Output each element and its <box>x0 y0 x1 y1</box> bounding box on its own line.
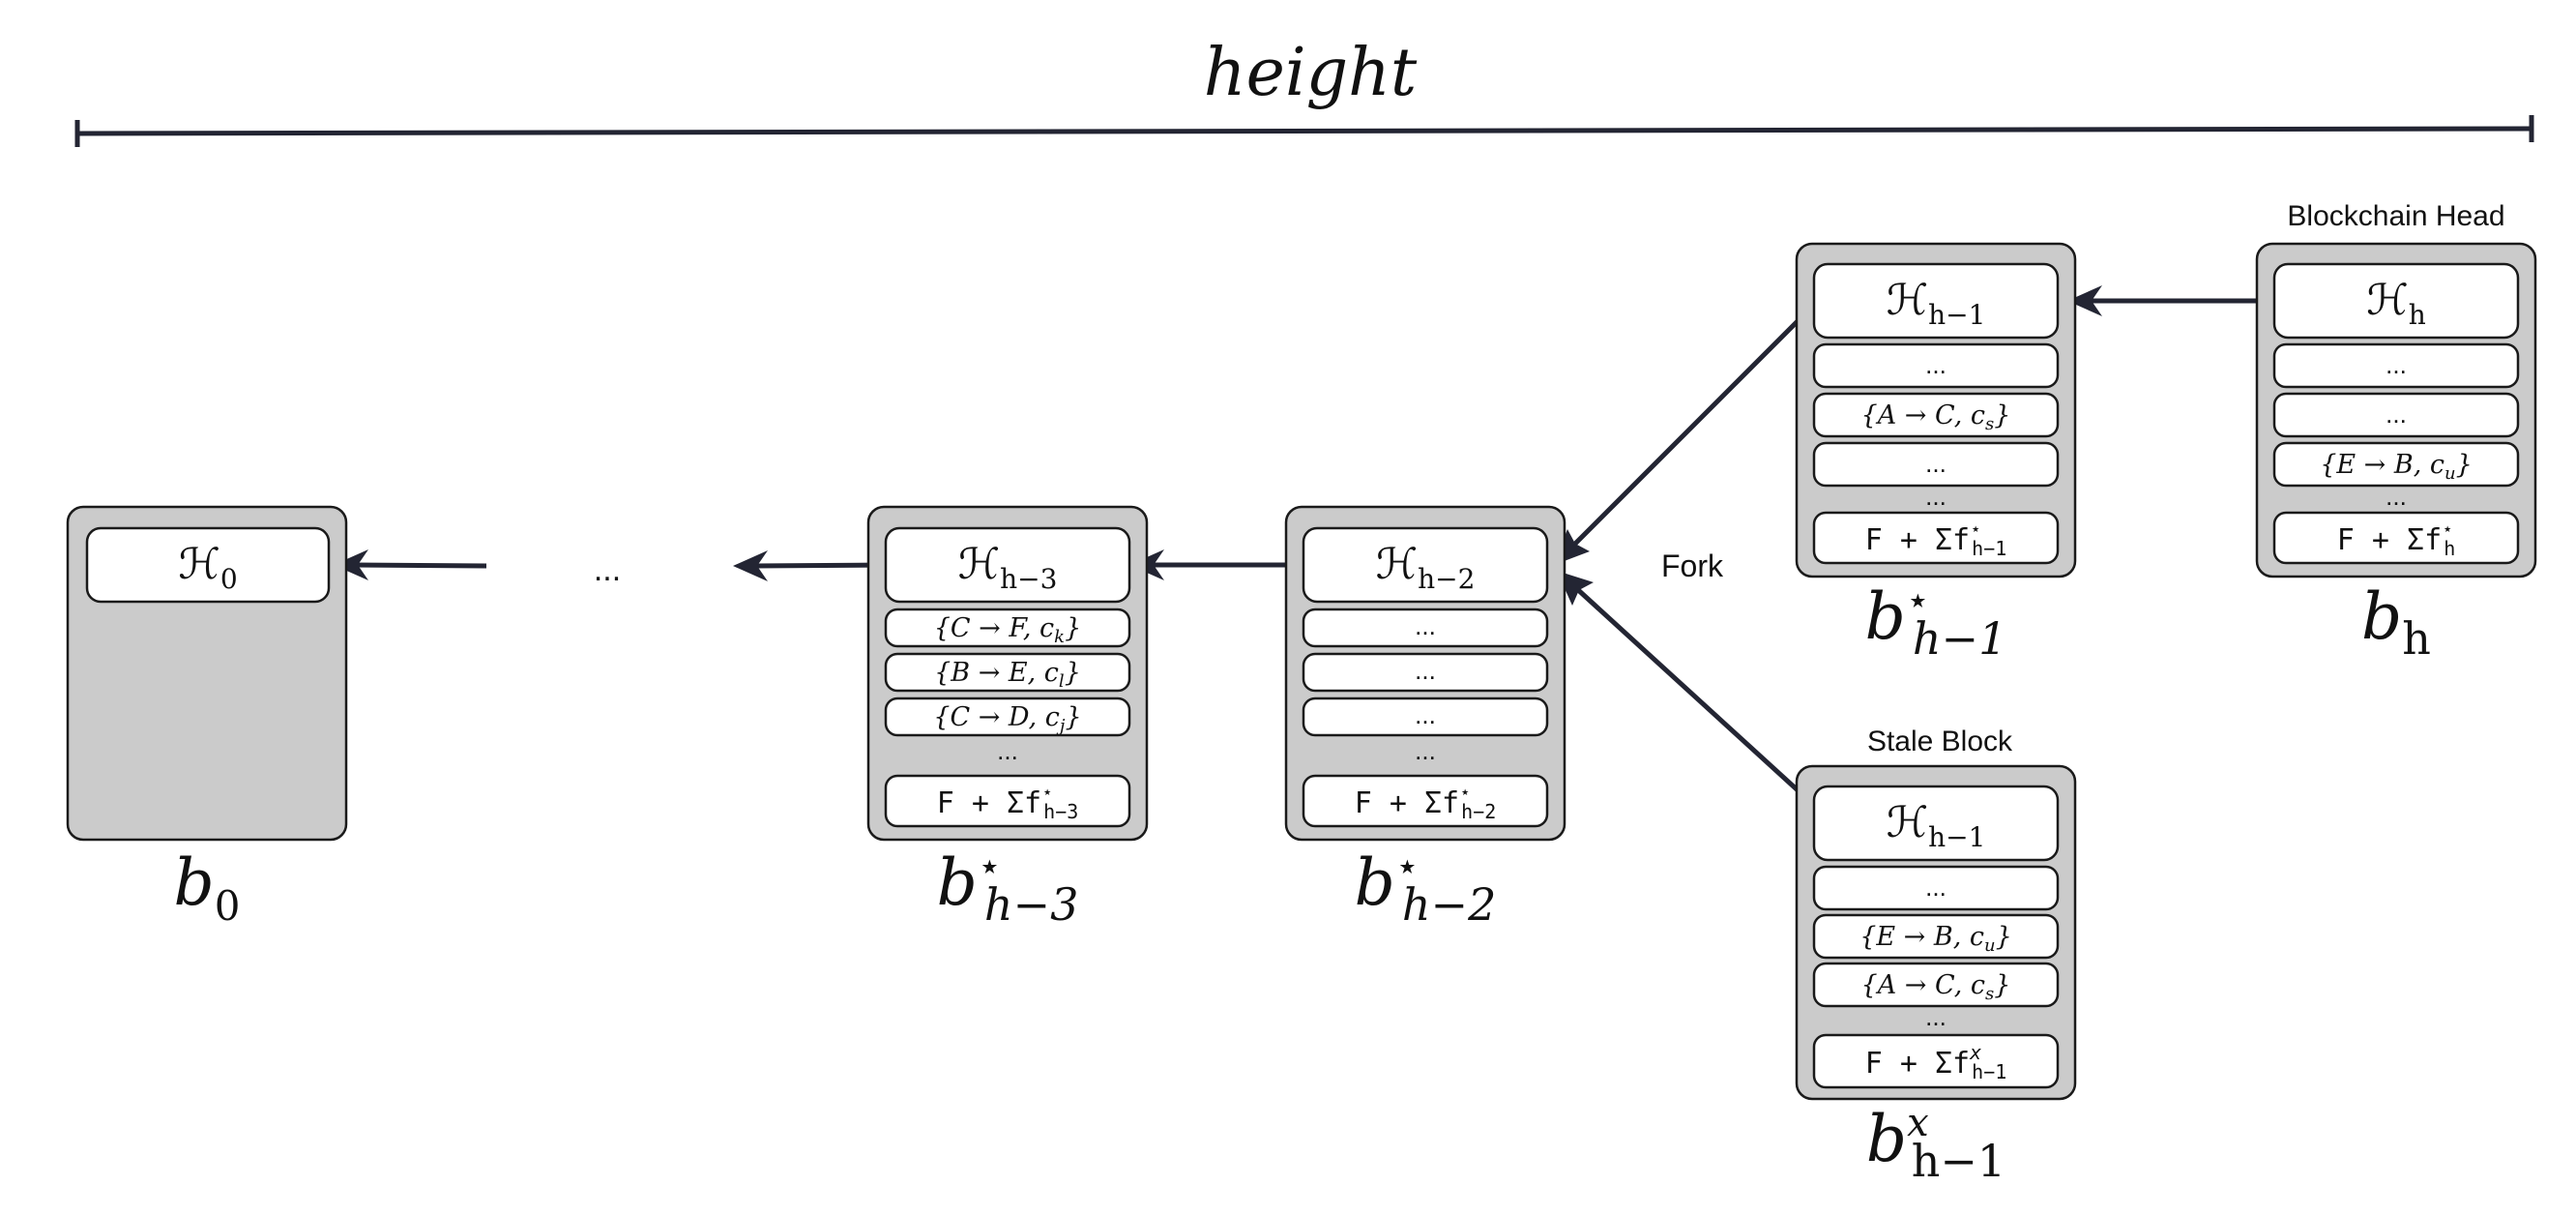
block-b0: ℋ0 b0 <box>66 505 348 930</box>
block-stale-tx-1-text: ... <box>1925 873 1947 902</box>
block-bh-fee-text: F + Σf⋆h <box>2337 518 2455 560</box>
blockchain-head-label: Blockchain Head <box>2287 200 2504 232</box>
link-stale-to-bh2 <box>1574 586 1820 811</box>
block-bh3-tx-2 <box>884 652 1131 693</box>
block-bh-dots: ... <box>2386 482 2407 511</box>
chain-ellipsis: ... <box>594 551 621 588</box>
block-bh1-tx-1 <box>1812 342 2060 389</box>
block-stale: ℋh−1 ... {E → B, cu} {A → C, cs} ... F +… <box>1795 764 2077 1187</box>
block-bh3-tx-1-text: {C → F, ck} <box>934 613 1082 647</box>
block-bh1-header-text: ℋh−1 <box>1887 276 1986 331</box>
block-bh-header <box>2272 262 2520 340</box>
block-bh1-header <box>1812 262 2060 340</box>
fork-label: Fork <box>1661 548 1724 583</box>
block-bh3-header-text: ℋh−3 <box>958 540 1058 595</box>
arrowhead-ellipsis <box>733 550 768 581</box>
block-bh1-tx-1-text: ... <box>1925 350 1947 379</box>
block-bh1-tx-3 <box>1812 441 2060 488</box>
block-bh-tx-3-text: {E → B, cu} <box>2320 450 2473 484</box>
block-bh1: ℋh−1 ... {A → C, cs} ... ... F + Σf⋆h−1 … <box>1795 242 2077 665</box>
block-stale-header <box>1812 785 2060 862</box>
block-bh2-tx-2-text: ... <box>1415 656 1436 685</box>
block-bh-tx-2 <box>2272 392 2520 438</box>
block-bh1-fee-text: F + Σf⋆h−1 <box>1865 518 2007 560</box>
block-bh3-tx-1 <box>884 608 1131 648</box>
arrowhead-bh1 <box>2067 285 2102 316</box>
height-axis-label: height <box>1204 35 1418 111</box>
block-b0-header <box>85 526 331 604</box>
block-bh2-fee-text: F + Σf⋆h−2 <box>1355 781 1497 823</box>
block-bh2-tx-3 <box>1302 696 1549 737</box>
block-bh1-tx-2-text: {A → C, cs} <box>1861 400 2011 434</box>
block-bh1-tx-2 <box>1812 392 2060 438</box>
block-bh3-fee <box>884 774 1131 828</box>
chain-links <box>334 285 2278 811</box>
block-bh1-dots: ... <box>1925 482 1947 511</box>
block-stale-tx-2-text: {E → B, cu} <box>1859 922 2012 956</box>
block-b0-header-text: ℋ0 <box>178 540 237 595</box>
stale-block-label: Stale Block <box>1867 726 2013 757</box>
block-bh2-tx-3-text: ... <box>1415 700 1436 729</box>
block-bh2: ℋh−2 ... ... ... ... F + Σf⋆h−2 b⋆h−2 <box>1284 505 1566 931</box>
arrowhead-bh2-from-stale <box>1557 571 1594 606</box>
block-bh-tx-3 <box>2272 441 2520 488</box>
height-axis-line <box>76 126 2532 136</box>
block-bh1-fee <box>1812 511 2060 565</box>
block-bh-header-text: ℋh <box>2366 276 2426 331</box>
block-bh3: ℋh−3 {C → F, ck} {B → E, cl} {C → D, cj}… <box>866 505 1149 931</box>
block-bh3-tx-2-text: {B → E, cl} <box>934 658 1081 692</box>
block-bh3-dots: ... <box>997 736 1018 765</box>
link-ellipsis-to-b0 <box>352 562 487 569</box>
block-stale-fee <box>1812 1033 2060 1089</box>
block-bh3-tx-3 <box>884 696 1131 737</box>
block-bh2-tx-1 <box>1302 608 1549 648</box>
block-stale-header-text: ℋh−1 <box>1887 798 1986 853</box>
block-bh2-dots: ... <box>1415 736 1436 765</box>
block-stale-tx-2 <box>1812 913 2060 960</box>
block-stale-tx-3 <box>1812 962 2060 1008</box>
block-bh-fee <box>2272 511 2520 565</box>
link-bh1-to-bh2 <box>1570 299 1820 548</box>
link-bh3-to-ellipsis <box>753 562 889 569</box>
block-b0-label: b0 <box>174 845 241 930</box>
block-stale-dots: ... <box>1925 1002 1947 1031</box>
block-bh2-label: b⋆h−2 <box>1355 845 1497 931</box>
block-bh-label: bh <box>2361 579 2431 665</box>
block-bh3-fee-text: F + Σf⋆h−3 <box>937 781 1079 823</box>
block-bh3-tx-3-text: {C → D, cj} <box>933 702 1081 736</box>
height-axis: height <box>74 35 2534 147</box>
block-bh-tx-1-text: ... <box>2386 350 2407 379</box>
block-bh: ℋh ... ... {E → B, cu} ... F + Σf⋆h bh <box>2255 242 2537 665</box>
block-bh3-label: b⋆h−3 <box>937 845 1079 931</box>
block-bh-tx-1 <box>2272 342 2520 389</box>
block-bh2-tx-2 <box>1302 652 1549 693</box>
arrowhead-b0 <box>334 549 368 580</box>
block-bh2-tx-1-text: ... <box>1415 611 1436 640</box>
block-bh1-tx-3-text: ... <box>1925 449 1947 478</box>
block-bh1-label: b⋆h−1 <box>1865 578 2007 665</box>
block-bh2-header-text: ℋh−2 <box>1376 540 1476 595</box>
block-stale-tx-3-text: {A → C, cs} <box>1861 970 2011 1004</box>
block-bh3-header <box>884 526 1131 604</box>
block-stale-tx-1 <box>1812 865 2060 911</box>
block-bh2-fee <box>1302 774 1549 828</box>
block-bh2-header <box>1302 526 1549 604</box>
block-bh-tx-2-text: ... <box>2386 400 2407 429</box>
